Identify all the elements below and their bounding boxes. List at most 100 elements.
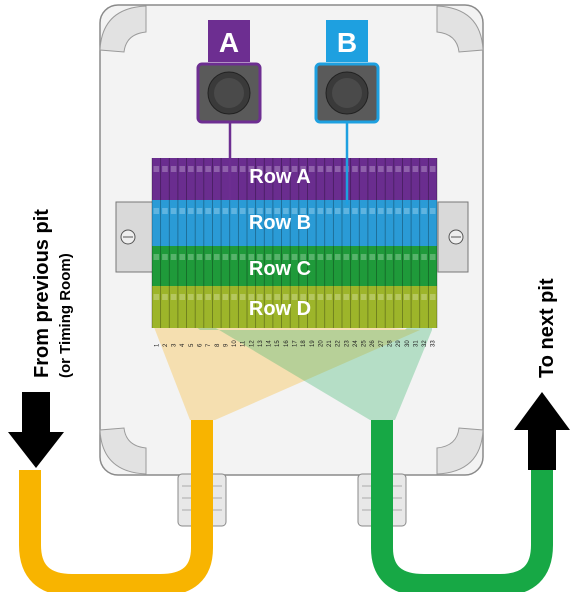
terminal-screw	[334, 166, 341, 172]
terminal-number: 12	[249, 340, 255, 347]
terminal-screw	[179, 208, 186, 214]
terminal-screw	[386, 294, 393, 300]
terminal-screw	[343, 294, 350, 300]
terminal-screw	[265, 208, 272, 214]
left-label-line2: (or Timing Room)	[57, 253, 74, 378]
terminal-screw	[378, 208, 384, 214]
terminal-screw	[386, 254, 393, 260]
terminal-screw	[326, 208, 332, 214]
row-c-label: Row C	[249, 258, 311, 280]
terminal-screw	[403, 254, 410, 260]
right-label: To next pit	[536, 278, 558, 378]
terminal-screw	[378, 166, 384, 172]
terminal-screw	[369, 254, 376, 260]
terminal-screw	[291, 294, 298, 300]
terminal-screw	[153, 208, 160, 214]
terminal-number: 17	[293, 340, 299, 347]
right-cable	[371, 420, 553, 592]
terminal-screw	[205, 208, 211, 214]
terminal-screw	[343, 208, 350, 214]
terminal-screw	[188, 166, 194, 172]
terminal-screw	[196, 254, 203, 260]
terminal-row-4	[152, 286, 437, 328]
terminal-screw	[291, 166, 298, 172]
terminal-number: 13	[258, 340, 264, 347]
terminal-screw	[179, 166, 186, 172]
terminal-number: 33	[431, 340, 437, 347]
terminal-screw	[274, 166, 281, 172]
terminal-screw	[412, 254, 419, 260]
terminal-screw	[334, 294, 341, 300]
left-fanout	[152, 322, 420, 420]
terminal-screw	[222, 294, 229, 300]
terminal-number: 15	[275, 340, 281, 347]
terminal-screw	[162, 254, 168, 260]
terminal-screw	[360, 166, 367, 172]
terminal-number: 31	[413, 340, 419, 347]
terminal-screw	[317, 208, 324, 214]
terminal-screw	[188, 254, 194, 260]
terminal-screw	[352, 294, 358, 300]
terminal-screw	[283, 208, 289, 214]
terminal-screw	[308, 208, 315, 214]
terminal-number: 26	[370, 340, 376, 347]
terminal-screw	[300, 254, 306, 260]
terminal-screw	[188, 294, 194, 300]
right-arrow-up-icon	[514, 392, 570, 470]
terminal-screw	[170, 208, 177, 214]
terminal-number: 1	[154, 343, 160, 347]
terminal-screw	[352, 208, 358, 214]
terminal-screw	[429, 166, 436, 172]
terminal-screw	[222, 208, 229, 214]
terminal-screw	[326, 294, 332, 300]
terminal-screw	[403, 166, 410, 172]
terminal-block	[151, 158, 438, 328]
terminal-screw	[395, 208, 401, 214]
terminal-screw	[360, 254, 367, 260]
connector-b-label: B	[337, 27, 357, 58]
terminal-number: 24	[353, 340, 359, 347]
terminal-screw	[291, 208, 298, 214]
terminal-number: 3	[172, 343, 178, 347]
terminal-screw	[412, 166, 419, 172]
terminal-screw	[395, 254, 401, 260]
terminal-number: 7	[206, 343, 212, 347]
terminal-screw	[421, 294, 427, 300]
terminal-number: 27	[379, 340, 385, 347]
terminal-number: 14	[267, 340, 273, 347]
terminal-screw	[334, 208, 341, 214]
terminal-screw	[213, 294, 220, 300]
terminal-number: 25	[362, 340, 368, 347]
terminal-screw	[231, 208, 237, 214]
terminal-number: 8	[215, 343, 221, 347]
terminal-screw	[196, 166, 203, 172]
terminal-screw	[308, 254, 315, 260]
connector-a-label: A	[219, 27, 239, 58]
terminal-screw	[421, 254, 427, 260]
terminal-screw	[257, 254, 263, 260]
terminal-number: 9	[223, 343, 229, 347]
terminal-screw	[265, 294, 272, 300]
terminal-screw	[352, 254, 358, 260]
terminal-number: 18	[301, 340, 307, 347]
terminal-screw	[378, 294, 384, 300]
terminal-screw	[308, 294, 315, 300]
terminal-screw	[162, 208, 168, 214]
terminal-screw	[386, 208, 393, 214]
terminal-screw	[153, 166, 160, 172]
right-din-mount	[437, 201, 469, 273]
terminal-screw	[369, 294, 376, 300]
terminal-screw	[170, 254, 177, 260]
row-a-label: Row A	[249, 166, 310, 188]
terminal-screw	[283, 254, 289, 260]
terminal-screw	[326, 254, 332, 260]
terminal-screw	[239, 166, 246, 172]
terminal-screw	[153, 254, 160, 260]
terminal-screw	[412, 294, 419, 300]
terminal-screw	[300, 294, 306, 300]
terminal-screw	[162, 294, 168, 300]
terminal-number: 21	[327, 340, 333, 347]
terminal-screw	[196, 208, 203, 214]
terminal-row-1	[152, 158, 437, 200]
